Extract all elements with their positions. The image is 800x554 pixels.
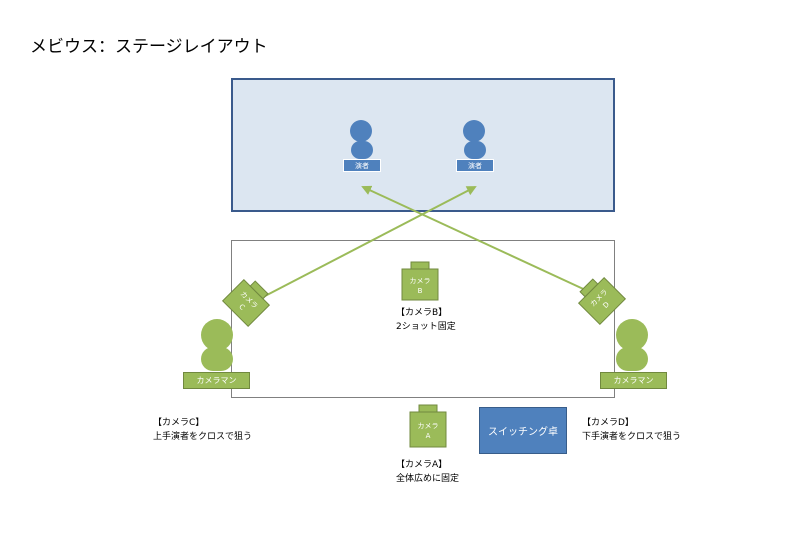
operator-right-figure [616, 319, 648, 371]
note-camera-d-body: 下手演者をクロスで狙う [582, 432, 682, 442]
floor-area [231, 240, 615, 398]
switcher-label: スイッチング卓 [488, 427, 558, 438]
performer-right-label: 演者 [456, 159, 494, 172]
note-camera-a-body: 全体広めに固定 [396, 474, 460, 484]
performer-right-figure [463, 120, 486, 159]
camera-b-icon: カメラ B [401, 261, 439, 301]
performer-left-label: 演者 [343, 159, 381, 172]
camera-d-icon: カメラ D [577, 276, 627, 326]
camera-a-label-2: A [426, 432, 431, 440]
note-camera-b-body: 2ショット固定 [396, 322, 456, 332]
performer-left-figure [350, 120, 373, 159]
arrow-camera-c-to-performer-right [264, 186, 477, 297]
switcher-desk: スイッチング卓 [479, 407, 567, 454]
note-camera-a: 【カメラA】 全体広めに固定 [396, 458, 459, 486]
camera-c-icon: カメラ C [221, 278, 271, 328]
camera-a-label-1: カメラ [418, 422, 439, 430]
note-camera-b-heading: 【カメラB】 [396, 308, 448, 318]
note-camera-c-body: 上手演者をクロスで狙う [153, 432, 253, 442]
note-camera-d-heading: 【カメラD】 [582, 418, 634, 428]
operator-left-label: カメラマン [183, 372, 250, 389]
operator-left-figure [201, 319, 233, 371]
note-camera-b: 【カメラB】 2ショット固定 [396, 306, 456, 334]
camera-c-label-2: C [237, 303, 246, 312]
operator-right-label: カメラマン [600, 372, 667, 389]
stage-area [231, 78, 615, 212]
note-camera-c-heading: 【カメラC】 [153, 418, 205, 428]
note-camera-d: 【カメラD】 下手演者をクロスで狙う [582, 416, 681, 444]
camera-d-label-2: D [602, 301, 611, 310]
camera-b-label-2: B [418, 287, 423, 295]
arrow-camera-d-to-performer-left [361, 185, 593, 294]
camera-a-icon: カメラ A [409, 404, 447, 448]
diagram-title: メビウス：ステージレイアウト [30, 37, 268, 57]
note-camera-c: 【カメラC】 上手演者をクロスで狙う [153, 416, 252, 444]
camera-b-label-1: カメラ [410, 277, 431, 285]
note-camera-a-heading: 【カメラA】 [396, 460, 448, 470]
